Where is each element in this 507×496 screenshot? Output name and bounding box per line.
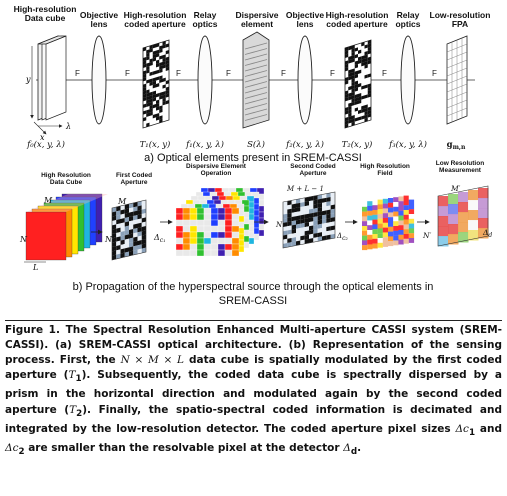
low-resolution-fpa [446, 35, 468, 125]
symbol-n: N [19, 235, 28, 244]
symbol-l: L [32, 263, 38, 272]
b-hr-data-cube [25, 193, 108, 261]
formula-t2: T₂(x, y) [342, 139, 373, 150]
symbol-dc2: Δc₂ [336, 232, 348, 242]
focal-label: F [382, 69, 387, 78]
focal-label: F [226, 69, 231, 78]
axis-lambda: λ [65, 122, 71, 131]
coded-aperture-2 [344, 39, 372, 129]
caption-text: Figure 1. The Spectral Resolution Enhanc… [5, 324, 503, 458]
focal-label: F [281, 69, 286, 78]
lenses [91, 35, 416, 125]
symbol-dc1: Δc₁ [153, 233, 166, 244]
axis-x: x [40, 133, 45, 142]
objective-lens-2 [297, 35, 313, 125]
hr-data-cube [30, 35, 67, 135]
axis-y: y [25, 75, 31, 84]
relay-optics-2 [400, 35, 416, 125]
dispersive-element [242, 31, 270, 129]
formula-f0: f₀(x, y, λ) [26, 139, 65, 150]
symbol-n-ca2: N [275, 221, 283, 229]
panel-a-title: a) Optical elements present in SREM-CASS… [144, 152, 362, 164]
symbol-m-prime: M′ [450, 184, 461, 193]
formula-f2: f₂(x, y, λ) [285, 139, 324, 150]
symbol-n-prime: N′ [422, 231, 432, 240]
b-first-coded-aperture [111, 199, 147, 261]
formula-f3: f₃(x, y, λ) [388, 139, 427, 150]
symbol-n-ca1: N [104, 235, 113, 244]
focal-label: F [125, 69, 130, 78]
b-second-coded-aperture [282, 191, 336, 249]
focal-label: F [75, 69, 80, 78]
formula-s: S(λ) [247, 139, 265, 150]
focal-label: F [432, 69, 437, 78]
figure-caption: Figure 1. The Spectral Resolution Enhanc… [5, 320, 502, 495]
focal-label: F [176, 69, 181, 78]
caption-figure-label: Figure 1. [5, 324, 60, 336]
formula-f1: f₁(x, y, λ) [185, 139, 224, 150]
b-dispersed-cube [175, 187, 265, 257]
symbol-m: M [43, 196, 53, 205]
focal-label: F [330, 69, 335, 78]
objective-lens-1 [91, 35, 107, 125]
panel-b-title: b) Propagation of the hyperspectral sour… [73, 281, 434, 307]
symbol-dd: Δd [482, 228, 492, 239]
formula-t1: T₁(x, y) [140, 139, 171, 150]
b-low-resolution-measurement [437, 185, 489, 247]
b-high-resolution-field [362, 194, 415, 251]
symbol-m-ca1: M [117, 197, 127, 206]
formula-g: gm,n [447, 140, 466, 151]
flow-arrows [91, 219, 430, 235]
coded-aperture-1 [142, 39, 170, 129]
relay-optics-1 [197, 35, 213, 125]
symbol-ml1: M + L − 1 [286, 185, 324, 193]
